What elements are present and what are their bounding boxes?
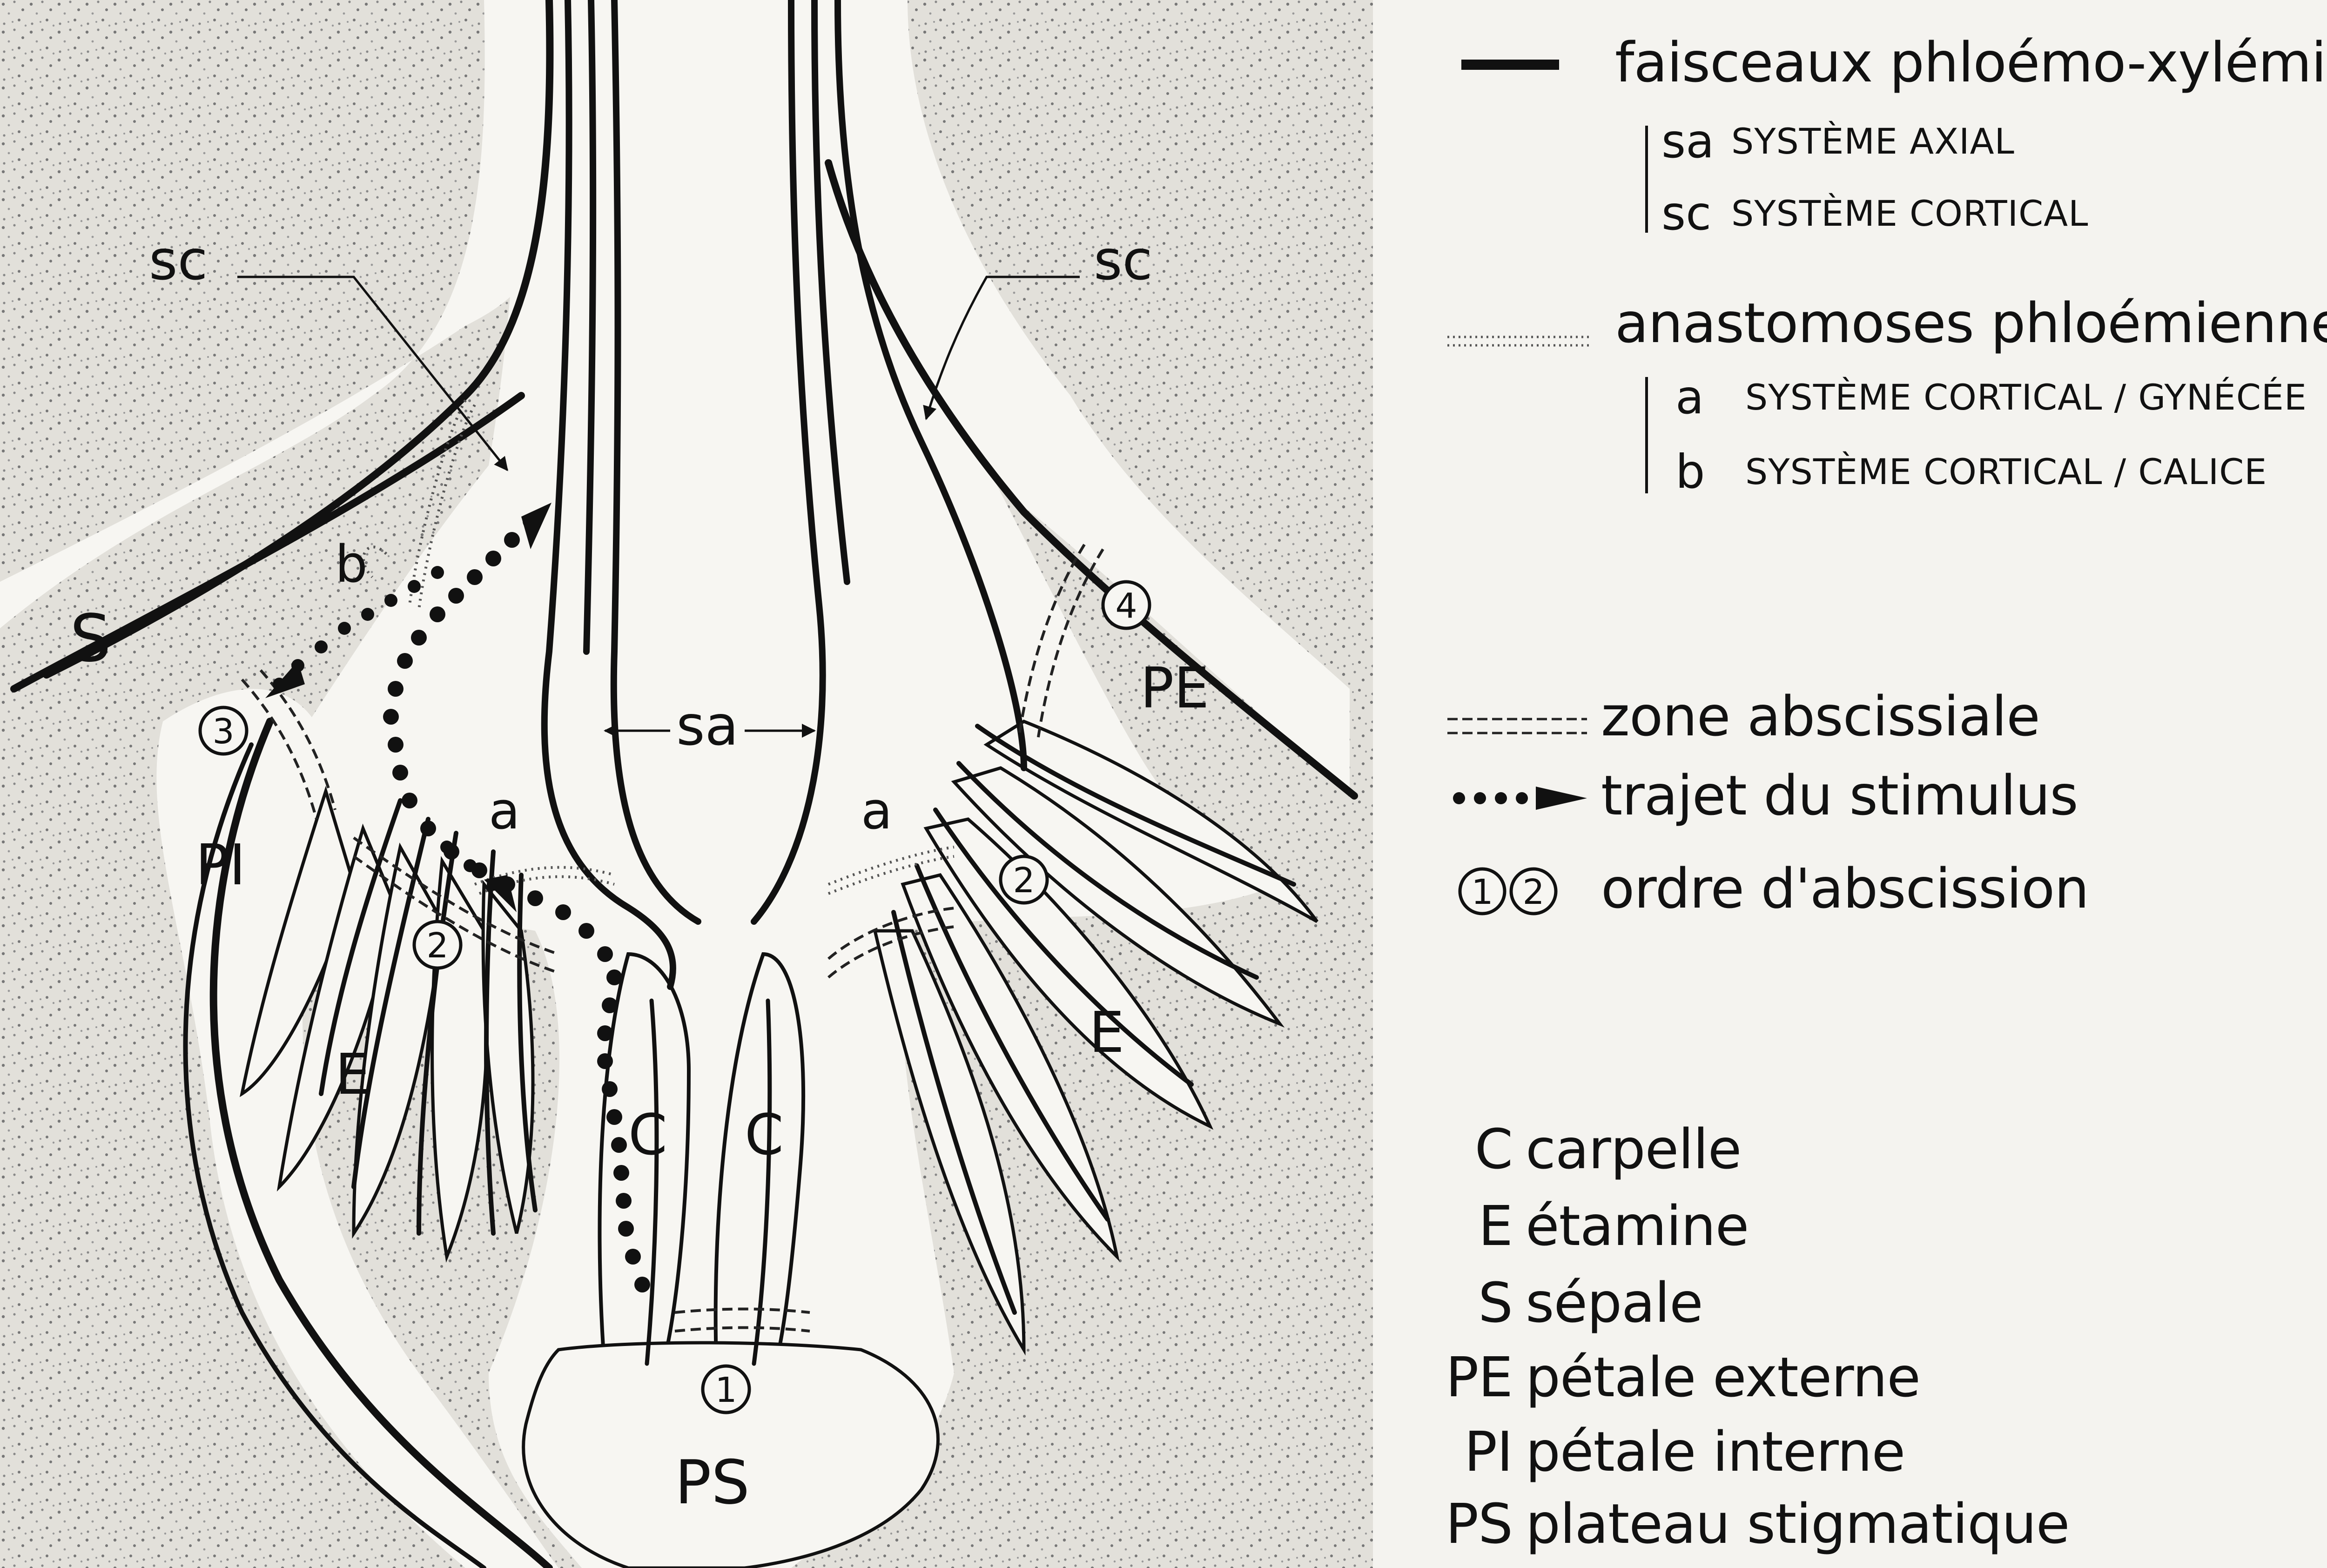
label-C-right: C <box>745 1103 784 1168</box>
label-PE: PE <box>1140 656 1209 721</box>
order-3-text: 3 <box>212 712 234 752</box>
legend-zone-symbol <box>1447 719 1587 733</box>
order-4-text: 4 <box>1115 586 1137 626</box>
order-2-left-text: 2 <box>426 926 448 966</box>
label-sc-left: sc <box>149 228 208 292</box>
order-2-right-text: 2 <box>1013 861 1035 901</box>
label-a-left: a <box>489 781 520 841</box>
label-S: S <box>70 601 111 677</box>
legend-bundle-symbol <box>1461 60 1559 70</box>
label-a-right: a <box>861 781 892 841</box>
label-C-left: C <box>628 1103 667 1168</box>
legend-stimulus-symbol <box>1453 787 1587 810</box>
legend-symbols: 1 2 <box>1447 60 1592 914</box>
label-E-left: E <box>335 1043 370 1107</box>
legend-order-1-text: 1 <box>1471 872 1493 912</box>
order-1-text: 1 <box>715 1370 737 1410</box>
label-sc-right: sc <box>1094 228 1152 292</box>
legend-order-2-text: 2 <box>1522 872 1544 912</box>
label-PS: PS <box>675 1447 750 1518</box>
label-b: b <box>335 534 368 594</box>
label-sa: sa <box>676 693 739 758</box>
label-E-right: E <box>1089 1001 1124 1065</box>
legend-anastomose-symbol <box>1447 337 1592 345</box>
label-PI: PI <box>195 833 246 898</box>
